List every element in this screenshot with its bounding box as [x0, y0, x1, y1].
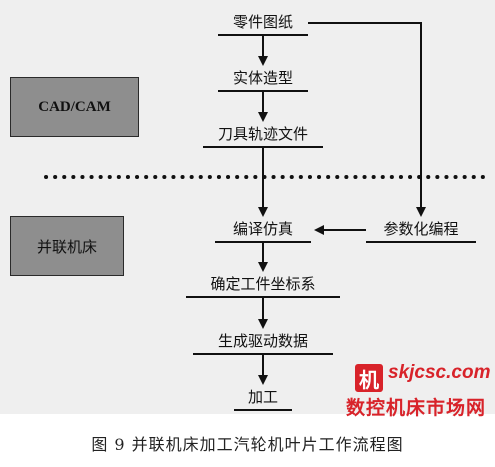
parallel-machine-box: 并联机床	[10, 216, 124, 276]
underline-generate-drive-data	[193, 353, 333, 355]
watermark-logo: 机	[355, 364, 383, 392]
cad-cam-box: CAD/CAM	[10, 77, 139, 137]
node-workpiece-coord: 确定工件坐标系	[210, 275, 316, 293]
underline-part-drawing	[218, 34, 308, 36]
underline-tool-path-file	[203, 146, 323, 148]
node-solid-modeling: 实体造型	[232, 69, 293, 87]
underline-param-programming	[366, 241, 476, 243]
underline-machining	[234, 409, 292, 411]
node-compile-simulate: 编译仿真	[232, 220, 293, 238]
figure-caption: 图 9 并联机床加工汽轮机叶片工作流程图	[91, 435, 404, 454]
underline-compile-simulate	[215, 241, 311, 243]
watermark-logo-char: 机	[359, 367, 379, 392]
watermark-name: 数控机床市场网	[346, 397, 487, 419]
node-param-programming: 参数化编程	[383, 220, 459, 238]
watermark-url: skjcsc.com	[388, 362, 491, 383]
diagram-panel	[0, 0, 495, 414]
underline-solid-modeling	[218, 90, 308, 92]
node-machining: 加工	[247, 388, 278, 406]
parallel-machine-label: 并联机床	[36, 237, 97, 256]
node-generate-drive-data: 生成驱动数据	[217, 332, 308, 350]
node-tool-path-file: 刀具轨迹文件	[217, 125, 308, 143]
underline-workpiece-coord	[186, 296, 340, 298]
arrow-drawing-to-param	[308, 22, 426, 217]
cad-cam-label: CAD/CAM	[38, 98, 111, 115]
node-part-drawing: 零件图纸	[232, 13, 293, 31]
